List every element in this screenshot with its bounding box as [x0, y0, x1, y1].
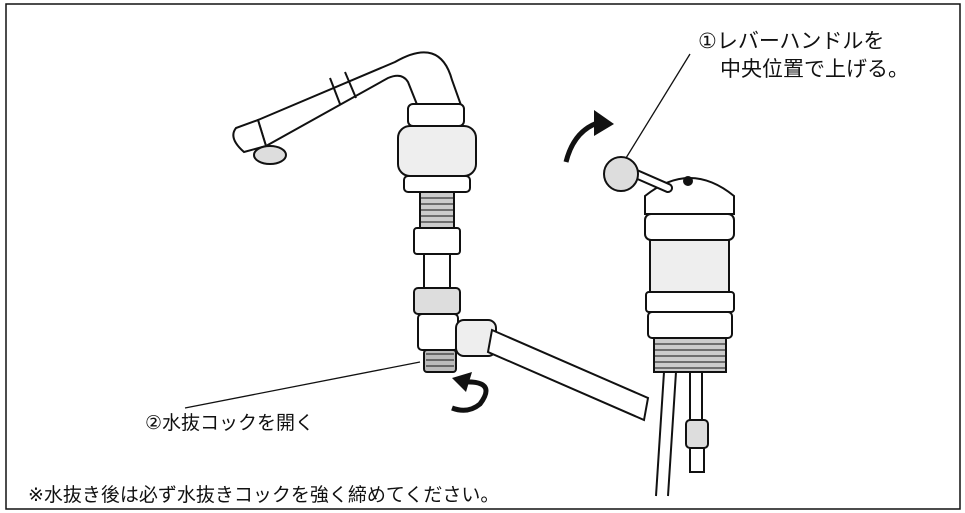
caution-note: ※水抜き後は必ず水抜きコックを強く締めてください。	[28, 484, 500, 506]
rotate-arrow-drain-head	[452, 372, 472, 392]
lift-arrow-lever-head	[594, 110, 614, 136]
rotate-arrow-drain	[451, 379, 489, 413]
step1-label-line1: ①レバーハンドルを	[698, 29, 885, 53]
leader-step2	[184, 361, 421, 409]
leader-step1	[625, 53, 691, 159]
faucet-spout	[232, 51, 477, 373]
step1-label-line2: 中央位置で上げる。	[720, 57, 909, 81]
supply-hose	[455, 319, 650, 422]
lever-faucet-body	[603, 156, 735, 497]
step2-label: ②水抜コックを開く	[145, 412, 315, 434]
diagram-frame	[5, 3, 961, 510]
